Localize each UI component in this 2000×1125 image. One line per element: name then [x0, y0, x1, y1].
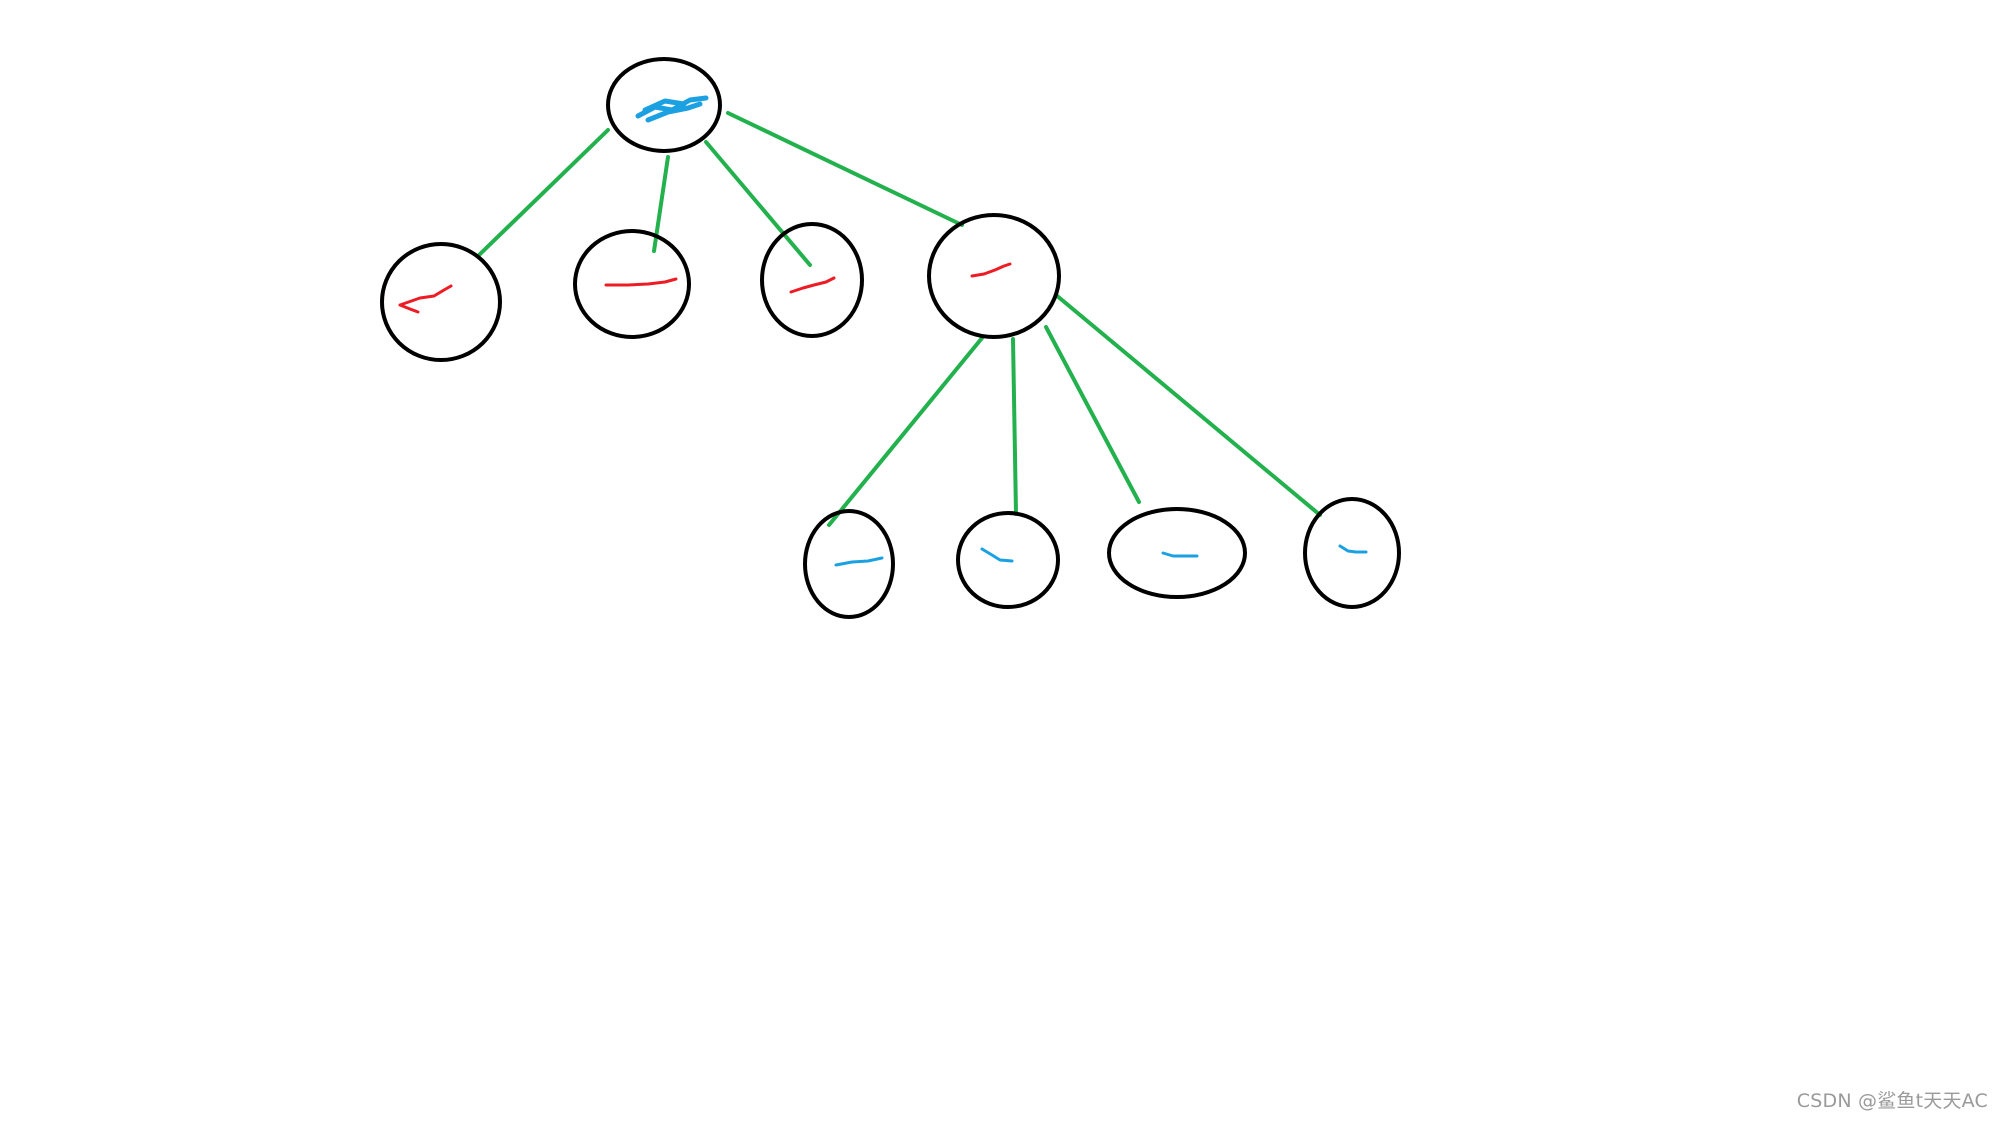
node-scribble-mark: [980, 547, 1014, 563]
node-outline: [1303, 497, 1401, 609]
node-outline: [956, 511, 1060, 609]
node-grandchild-1: [803, 509, 895, 619]
node-child-3: [760, 222, 864, 338]
node-outline: [606, 57, 722, 153]
edge-child-4-to-grandchild-4: [1054, 293, 1322, 517]
node-root: [606, 57, 722, 153]
node-scribble-mark: [789, 276, 836, 294]
csdn-watermark: CSDN @鲨鱼t天天AC: [1796, 1090, 1988, 1112]
edge-child-4-to-grandchild-2: [1011, 337, 1018, 516]
node-outline: [380, 242, 502, 362]
node-child-4: [927, 213, 1061, 339]
edge-root-to-child-3: [704, 140, 812, 267]
node-grandchild-4: [1303, 497, 1401, 609]
edge-root-to-child-1: [476, 128, 610, 258]
node-scribble-mark: [635, 95, 709, 123]
edge-root-to-child-4: [726, 111, 964, 227]
tree-nodes: [380, 57, 1401, 619]
node-child-1: [380, 242, 502, 362]
edge-child-4-to-grandchild-3: [1044, 325, 1141, 504]
edge-child-4-to-grandchild-1: [827, 336, 984, 527]
node-grandchild-3: [1107, 507, 1247, 599]
node-outline: [803, 509, 895, 619]
node-scribble-mark: [398, 284, 453, 314]
node-scribble-mark: [1338, 544, 1368, 554]
node-scribble-mark: [970, 262, 1012, 278]
node-outline: [927, 213, 1061, 339]
node-outline: [760, 222, 864, 338]
node-child-2: [573, 229, 691, 339]
node-grandchild-2: [956, 511, 1060, 609]
node-scribble-mark: [834, 556, 884, 567]
node-outline: [573, 229, 691, 339]
node-scribble-mark: [604, 277, 678, 287]
node-scribble-mark: [1161, 551, 1199, 558]
node-outline: [1107, 507, 1247, 599]
tree-edges: [476, 111, 1322, 527]
